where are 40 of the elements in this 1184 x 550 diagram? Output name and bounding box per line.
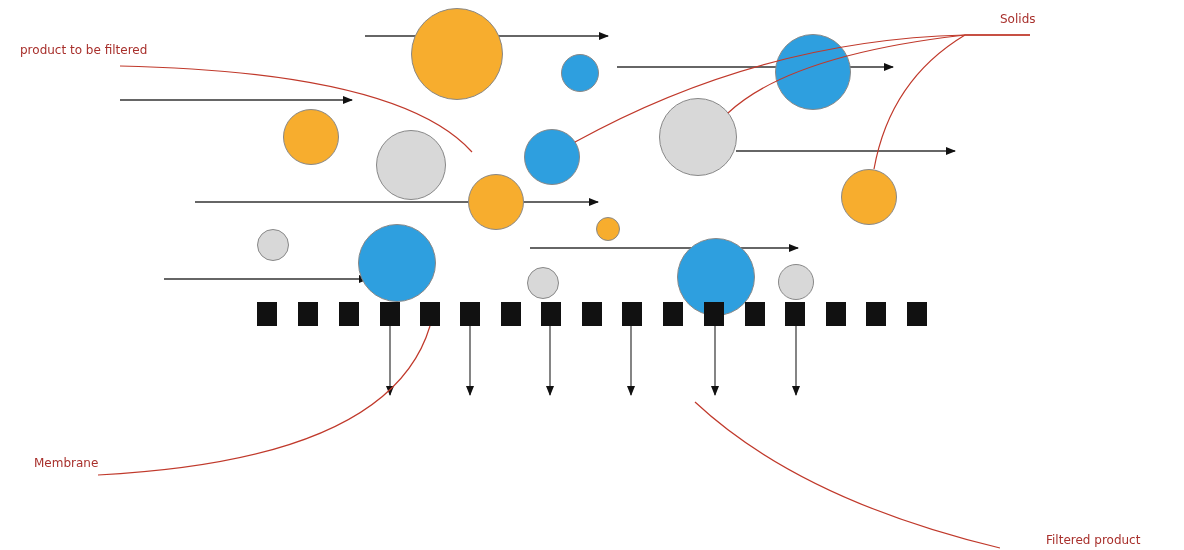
- membrane-block: [460, 302, 480, 326]
- membrane-block: [298, 302, 318, 326]
- membrane-block: [745, 302, 765, 326]
- membrane-block: [420, 302, 440, 326]
- leader-line: [119, 65, 473, 153]
- particle: [775, 34, 851, 110]
- callout-label: Membrane: [34, 456, 99, 470]
- membrane-block: [785, 302, 805, 326]
- membrane-block: [501, 302, 521, 326]
- particle: [358, 224, 436, 302]
- membrane-block: [704, 302, 724, 326]
- particle: [527, 267, 559, 299]
- membrane-block: [663, 302, 683, 326]
- particle: [257, 229, 289, 261]
- particle: [561, 54, 599, 92]
- particle: [841, 169, 897, 225]
- callout-label: Solids: [1000, 12, 1036, 26]
- membrane-block: [541, 302, 561, 326]
- membrane-block: [380, 302, 400, 326]
- membrane-block: [907, 302, 927, 326]
- leader-line: [97, 325, 431, 476]
- particle: [596, 217, 620, 241]
- particle: [468, 174, 524, 230]
- membrane-block: [582, 302, 602, 326]
- membrane-block: [866, 302, 886, 326]
- callout-label: product to be filtered: [20, 43, 148, 57]
- membrane-block: [826, 302, 846, 326]
- membrane-block: [339, 302, 359, 326]
- leader-line: [873, 34, 1031, 170]
- leader-line: [694, 401, 1001, 549]
- membrane-block: [257, 302, 277, 326]
- membrane-block: [622, 302, 642, 326]
- particle: [677, 238, 755, 316]
- callout-label: Filtered product: [1046, 533, 1141, 547]
- particle: [778, 264, 814, 300]
- particle: [411, 8, 503, 100]
- particle: [376, 130, 446, 200]
- particle: [659, 98, 737, 176]
- particle: [283, 109, 339, 165]
- particle: [524, 129, 580, 185]
